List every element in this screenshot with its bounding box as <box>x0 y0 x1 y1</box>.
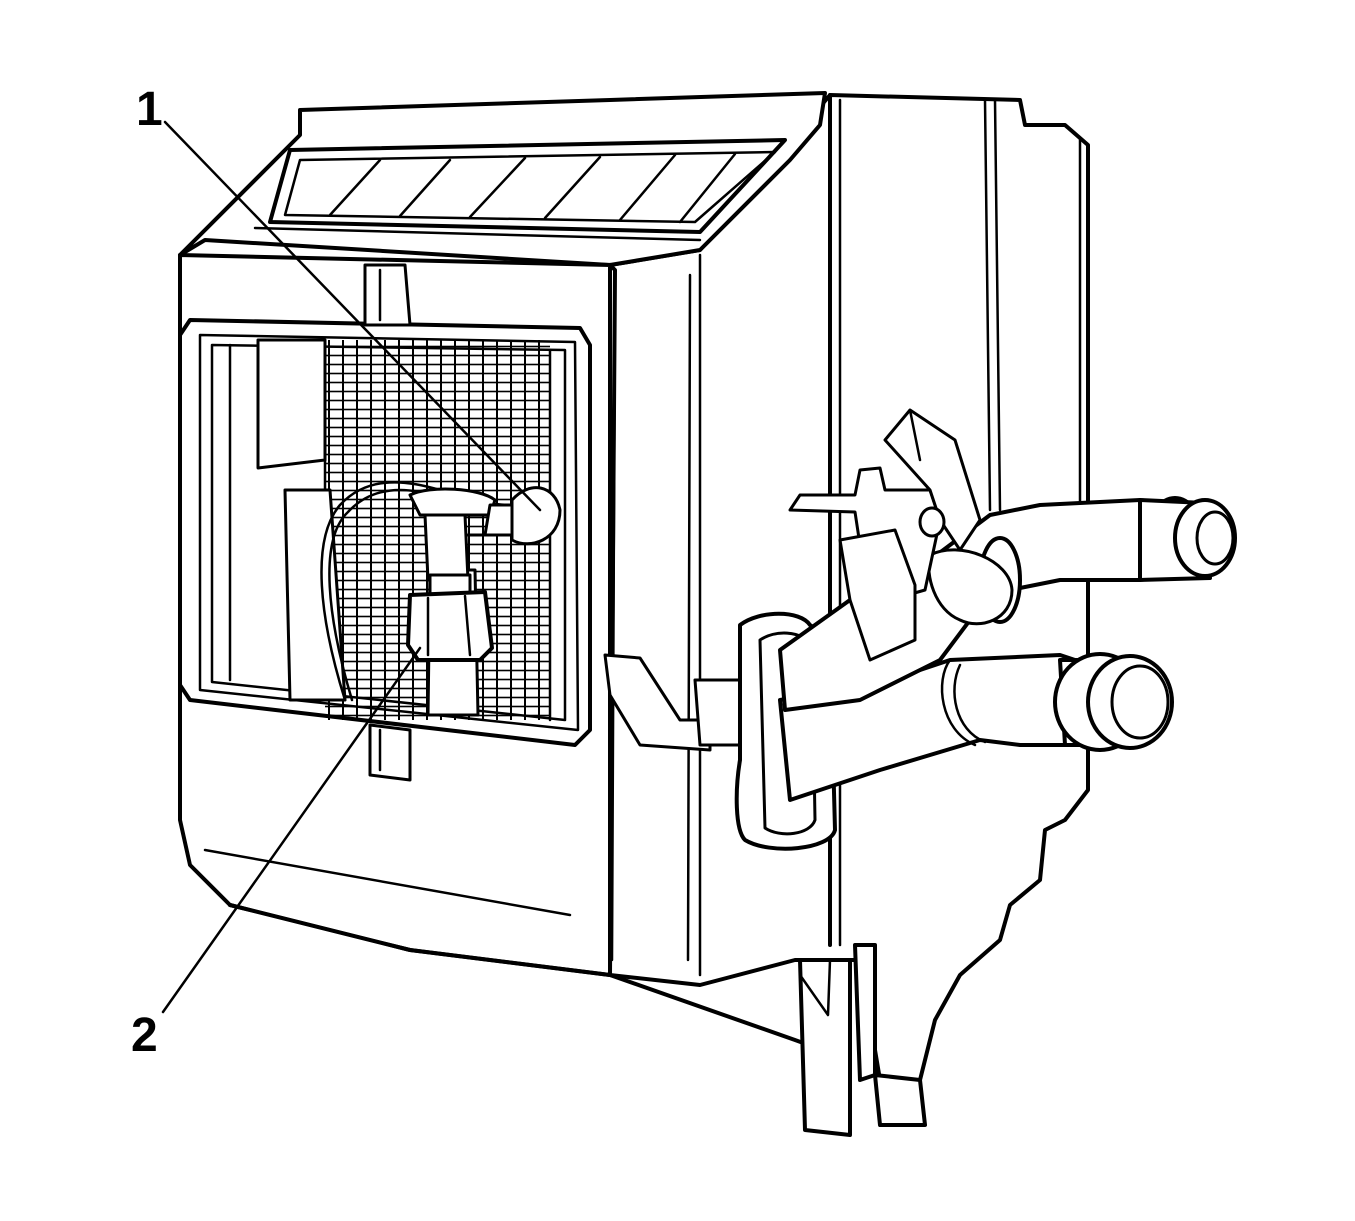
leader-line-1 <box>163 120 542 512</box>
drain-tubes <box>798 943 927 1137</box>
callout-label-2: 2 <box>131 1009 158 1062</box>
leader-lines <box>161 120 542 1014</box>
refrigerant-pipes <box>603 408 1237 851</box>
leader-line-2 <box>161 646 422 1014</box>
callout-label-1: 1 <box>136 83 163 136</box>
sensor-assembly <box>320 481 562 702</box>
